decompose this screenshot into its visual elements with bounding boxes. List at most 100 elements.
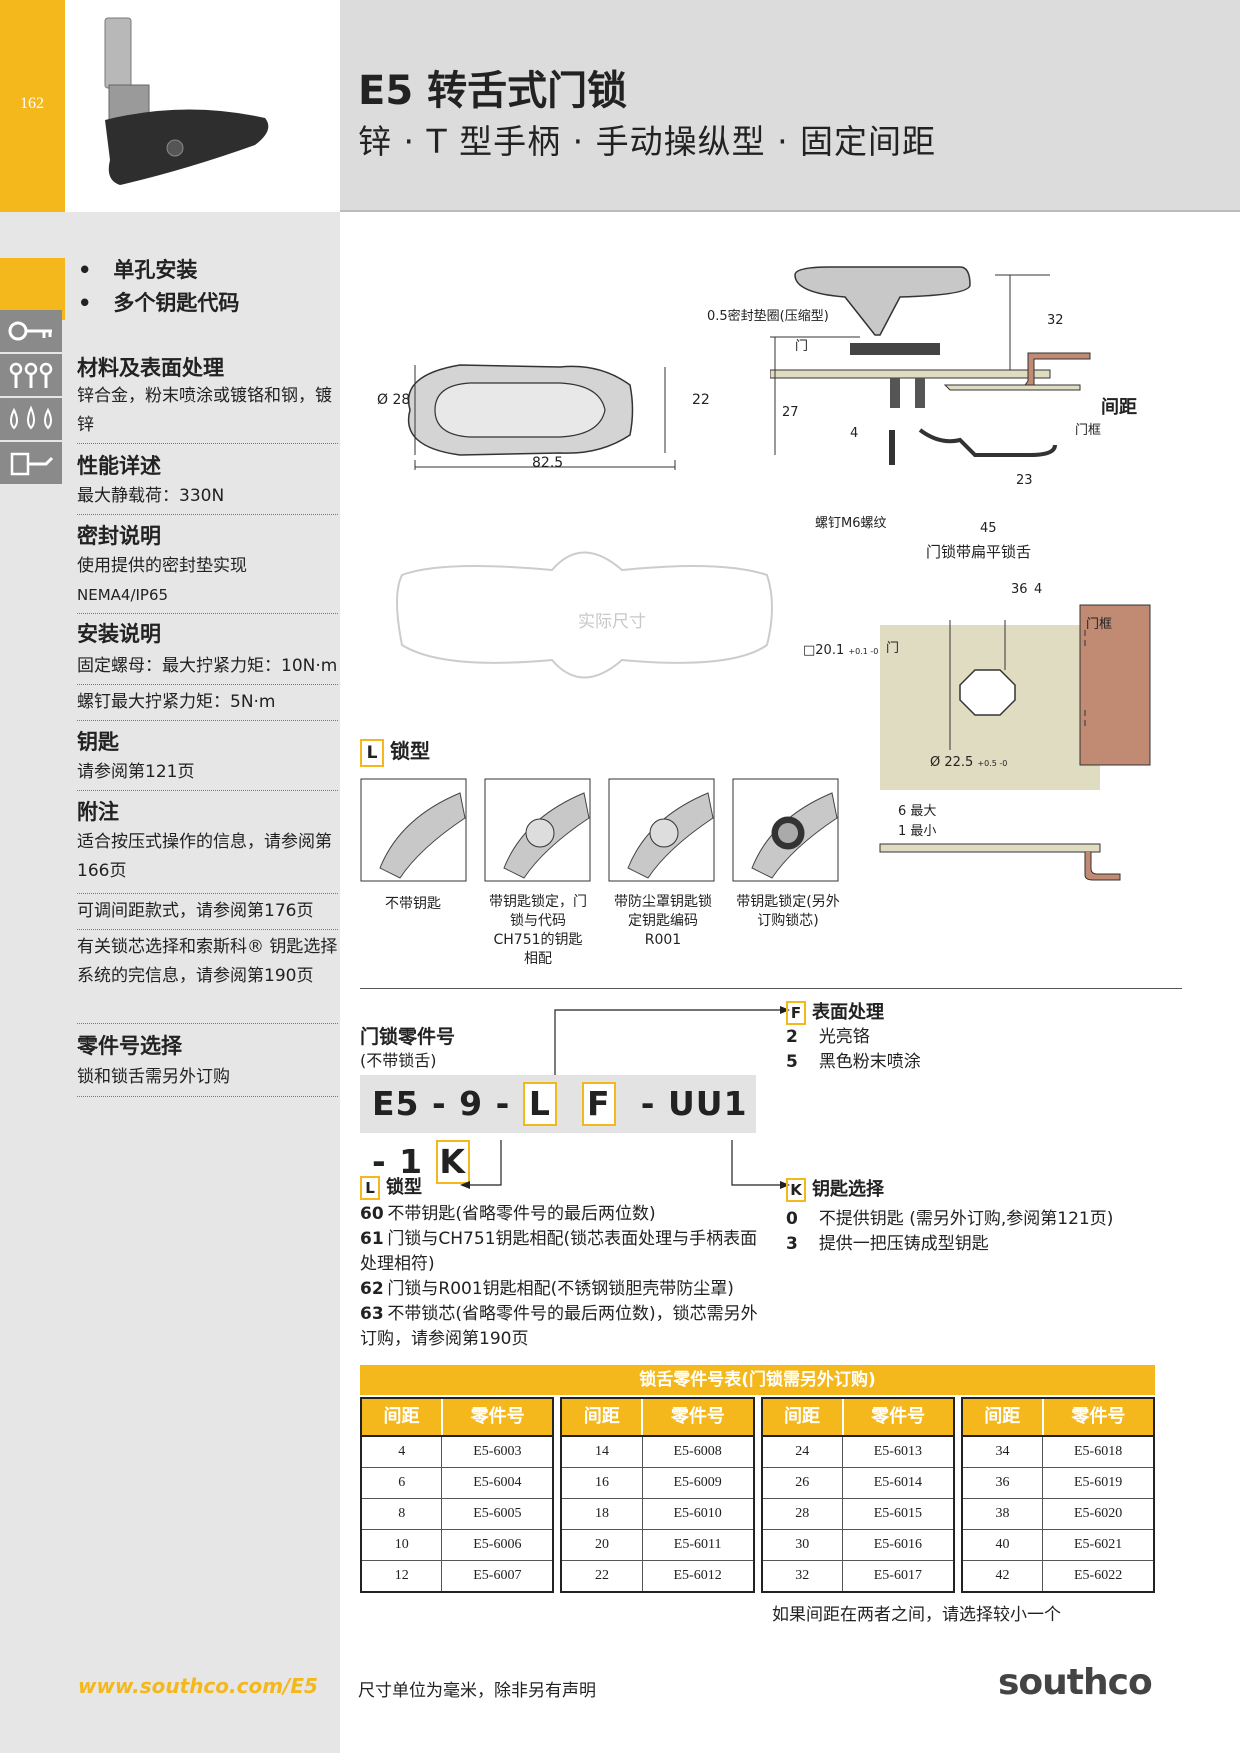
cell-part-number: E5-6006 — [473, 1537, 522, 1552]
part-number-subheading: (不带锁舌) — [360, 1051, 437, 1070]
code-arrows — [460, 1006, 790, 1189]
frame-label: 门框 — [1075, 423, 1102, 438]
lock-side-view — [770, 266, 1091, 465]
code-box-F: F — [581, 1081, 616, 1126]
cell-gap: 16 — [562, 1468, 643, 1498]
page-number: 162 — [20, 95, 44, 112]
table-row: 12 E5-6007 — [362, 1561, 552, 1591]
divider — [77, 613, 338, 614]
install-text: 固定螺母：最大拧紧力矩：10N·m — [77, 656, 338, 676]
partsel-text: 锁和锁舌需另外订购 — [77, 1067, 230, 1087]
lock-type-option: 60 不带钥匙(省略零件号的最后两位数) — [360, 1204, 656, 1224]
table-row: 14 E5-6008 — [562, 1437, 753, 1468]
dim-32: 32 — [1047, 313, 1064, 328]
actual-size-watermark — [396, 551, 773, 679]
divider — [77, 1096, 338, 1097]
dim-diameter: Ø 28 — [377, 392, 411, 408]
key-option: 3 提供一把压铸成型钥匙 — [786, 1234, 989, 1254]
cell-gap: 30 — [763, 1530, 843, 1560]
column-header-gap: 间距 — [362, 1399, 444, 1435]
seal-standard: NEMA4/IP65 — [77, 586, 169, 604]
seal-text: 使用提供的密封垫实现 — [77, 556, 247, 576]
lock-type-item: 带钥匙锁定(另外订购锁芯) — [736, 894, 840, 929]
cell-gap: 6 — [362, 1468, 443, 1498]
gasket-label: 0.5密封垫圈(压缩型) — [707, 309, 829, 324]
cell-gap: 26 — [763, 1468, 843, 1498]
cell-part-number: E5-6019 — [1074, 1475, 1123, 1490]
part-number-heading: 门锁零件号 — [360, 1026, 456, 1048]
key-icon — [0, 310, 62, 354]
seal-heading: 密封说明 — [77, 524, 161, 548]
cell-gap: 18 — [562, 1499, 643, 1529]
cell-gap: 4 — [362, 1437, 443, 1467]
key-heading: 钥匙 — [77, 730, 119, 754]
notes-text: 适合按压式操作的信息，请参阅第166页 — [77, 832, 332, 881]
divider — [77, 443, 338, 444]
key-option: 0 不提供钥匙 (需另外订购,参阅第121页) — [786, 1209, 1114, 1229]
cell-gap: 36 — [963, 1468, 1044, 1498]
table-note: 如果间距在两者之间，请选择较小一个 — [772, 1605, 1061, 1625]
min-label: 1 最小 — [898, 824, 937, 839]
table-header: 间距零件号 — [962, 1399, 1153, 1437]
cell-part-number: E5-6021 — [1074, 1537, 1123, 1552]
cell-part-number: E5-6011 — [673, 1537, 722, 1552]
code-box-K: K — [435, 1139, 470, 1184]
cell-part-number: E5-6007 — [473, 1568, 522, 1583]
cell-gap: 32 — [763, 1561, 843, 1591]
cutout-dim-4: 4 — [1034, 582, 1043, 597]
footer-url[interactable]: www.southco.com/E5 — [78, 1674, 318, 1698]
divider — [77, 720, 338, 721]
dim-23: 23 — [1016, 473, 1033, 488]
column-header-part: 零件号 — [1071, 1406, 1126, 1427]
notes-text: 有关锁芯选择和索斯科® 钥匙选择系统的完信息，请参阅第190页 — [77, 937, 338, 986]
column-header-gap: 间距 — [562, 1399, 644, 1435]
cell-part-number: E5-6009 — [673, 1475, 722, 1490]
door-label: 门 — [795, 339, 809, 354]
table-row: 30 E5-6016 — [762, 1530, 953, 1561]
cell-gap: 38 — [963, 1499, 1044, 1529]
cell-gap: 12 — [362, 1561, 443, 1591]
table-header: 间距零件号 — [362, 1399, 553, 1437]
thickness-drawing — [879, 843, 1121, 881]
watermark-text: 实际尺寸 — [578, 612, 646, 632]
cell-part-number: E5-6008 — [673, 1444, 722, 1459]
key-text: 请参阅第121页 — [77, 762, 195, 782]
cell-gap: 14 — [562, 1437, 643, 1467]
max-label: 6 最大 — [898, 804, 937, 819]
lock-type-item: 带钥匙锁定，门锁与代码CH751的钥匙相配 — [489, 894, 587, 967]
sidebar-accent — [0, 258, 65, 320]
cell-part-number: E5-6016 — [873, 1537, 922, 1552]
cell-part-number: E5-6003 — [473, 1444, 522, 1459]
cell-gap: 22 — [562, 1561, 643, 1591]
dim-length: 82.5 — [532, 455, 564, 471]
column-header-part: 零件号 — [670, 1406, 725, 1427]
multiple-keys-icon — [0, 354, 62, 398]
header-divider — [340, 210, 1240, 212]
cell-part-number: E5-6013 — [873, 1444, 922, 1459]
header-background — [340, 0, 1240, 212]
partsel-heading: 零件号选择 — [77, 1034, 182, 1058]
lock-type-images — [360, 778, 839, 882]
install-text: 螺钉最大拧紧力矩：5N·m — [77, 692, 276, 712]
dim-height: 22 — [692, 392, 710, 408]
lock-type-item: 不带钥匙 — [385, 896, 441, 912]
table-header: 间距零件号 — [762, 1399, 953, 1437]
dim-27: 27 — [782, 405, 799, 420]
cell-gap: 40 — [963, 1530, 1044, 1560]
section-divider — [360, 988, 1182, 989]
code-box-L: L — [522, 1081, 557, 1126]
screw-label: 螺钉M6螺纹 — [815, 516, 887, 531]
material-text: 锌合金，粉末喷涂或镀铬和钢，镀锌 — [77, 386, 332, 435]
divider — [77, 684, 338, 685]
